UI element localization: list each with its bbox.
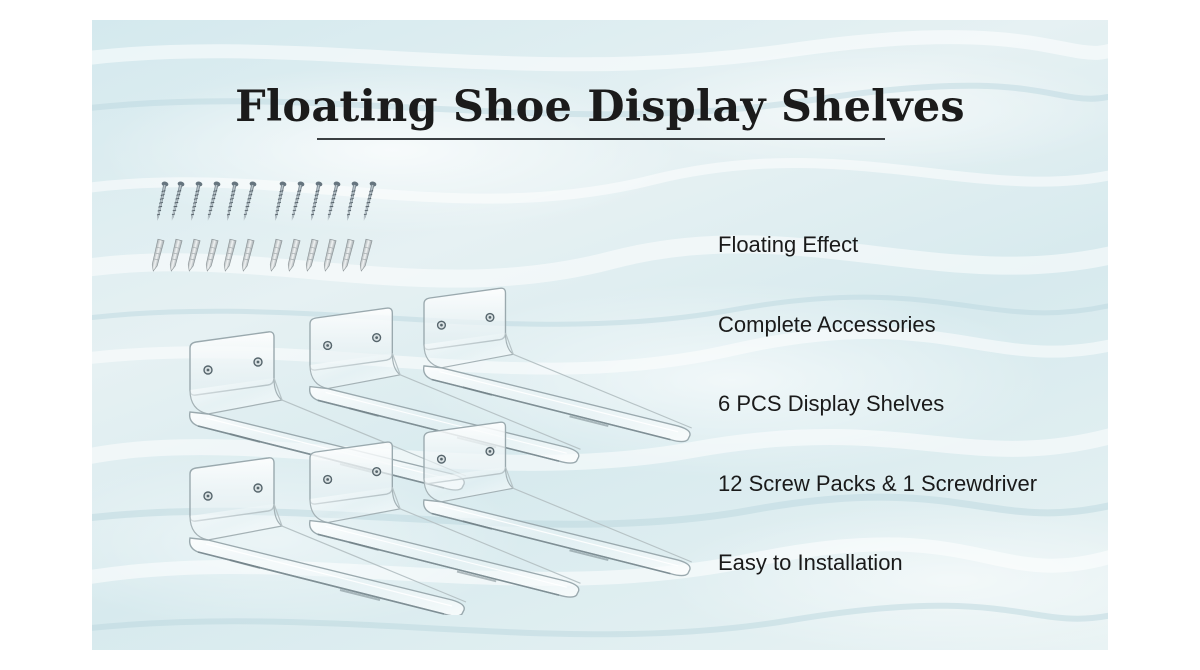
product-banner: Floating Shoe Display Shelves	[92, 20, 1108, 650]
shelf-top-right	[422, 287, 693, 443]
feature-item: 12 Screw Packs & 1 Screwdriver	[718, 470, 1038, 496]
feature-item: Easy to Installation	[718, 550, 903, 575]
feature-item: Complete Accessories	[718, 311, 936, 337]
title-underline	[317, 138, 885, 140]
feature-item: 6 PCS Display Shelves	[718, 391, 945, 416]
page-title: Floating Shoe Display Shelves	[235, 82, 965, 132]
feature-item: Floating Effect	[718, 232, 859, 257]
screws-row	[153, 180, 378, 223]
acrylic-shelves-image	[188, 287, 693, 615]
feature-list: Floating Effect Complete Accessories 6 P…	[718, 232, 1037, 630]
anchors-row	[149, 238, 373, 273]
